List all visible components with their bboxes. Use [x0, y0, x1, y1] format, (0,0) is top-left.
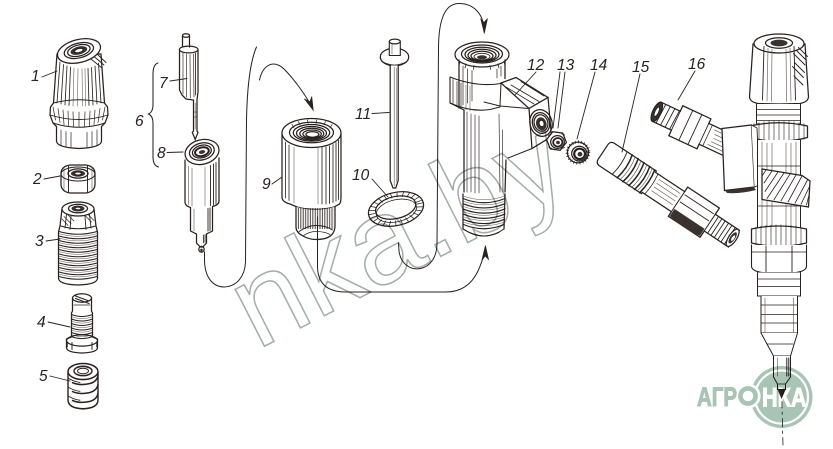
svg-text:13: 13 [557, 57, 575, 74]
svg-text:12: 12 [527, 57, 545, 74]
svg-text:3: 3 [35, 233, 44, 250]
svg-text:1: 1 [31, 68, 40, 85]
svg-text:10: 10 [352, 167, 370, 184]
svg-text:4: 4 [37, 314, 46, 331]
svg-text:5: 5 [39, 368, 48, 385]
svg-text:6: 6 [135, 113, 144, 130]
svg-text:8: 8 [157, 145, 166, 162]
svg-text:7: 7 [159, 75, 169, 92]
svg-text:9: 9 [262, 176, 271, 193]
svg-text:14: 14 [590, 57, 608, 74]
svg-text:АГР: АГР [697, 382, 737, 412]
svg-text:11: 11 [355, 106, 371, 123]
svg-text:16: 16 [688, 56, 706, 73]
svg-text:15: 15 [632, 59, 650, 76]
svg-text:2: 2 [32, 171, 42, 188]
svg-text:НКА: НКА [762, 383, 807, 413]
